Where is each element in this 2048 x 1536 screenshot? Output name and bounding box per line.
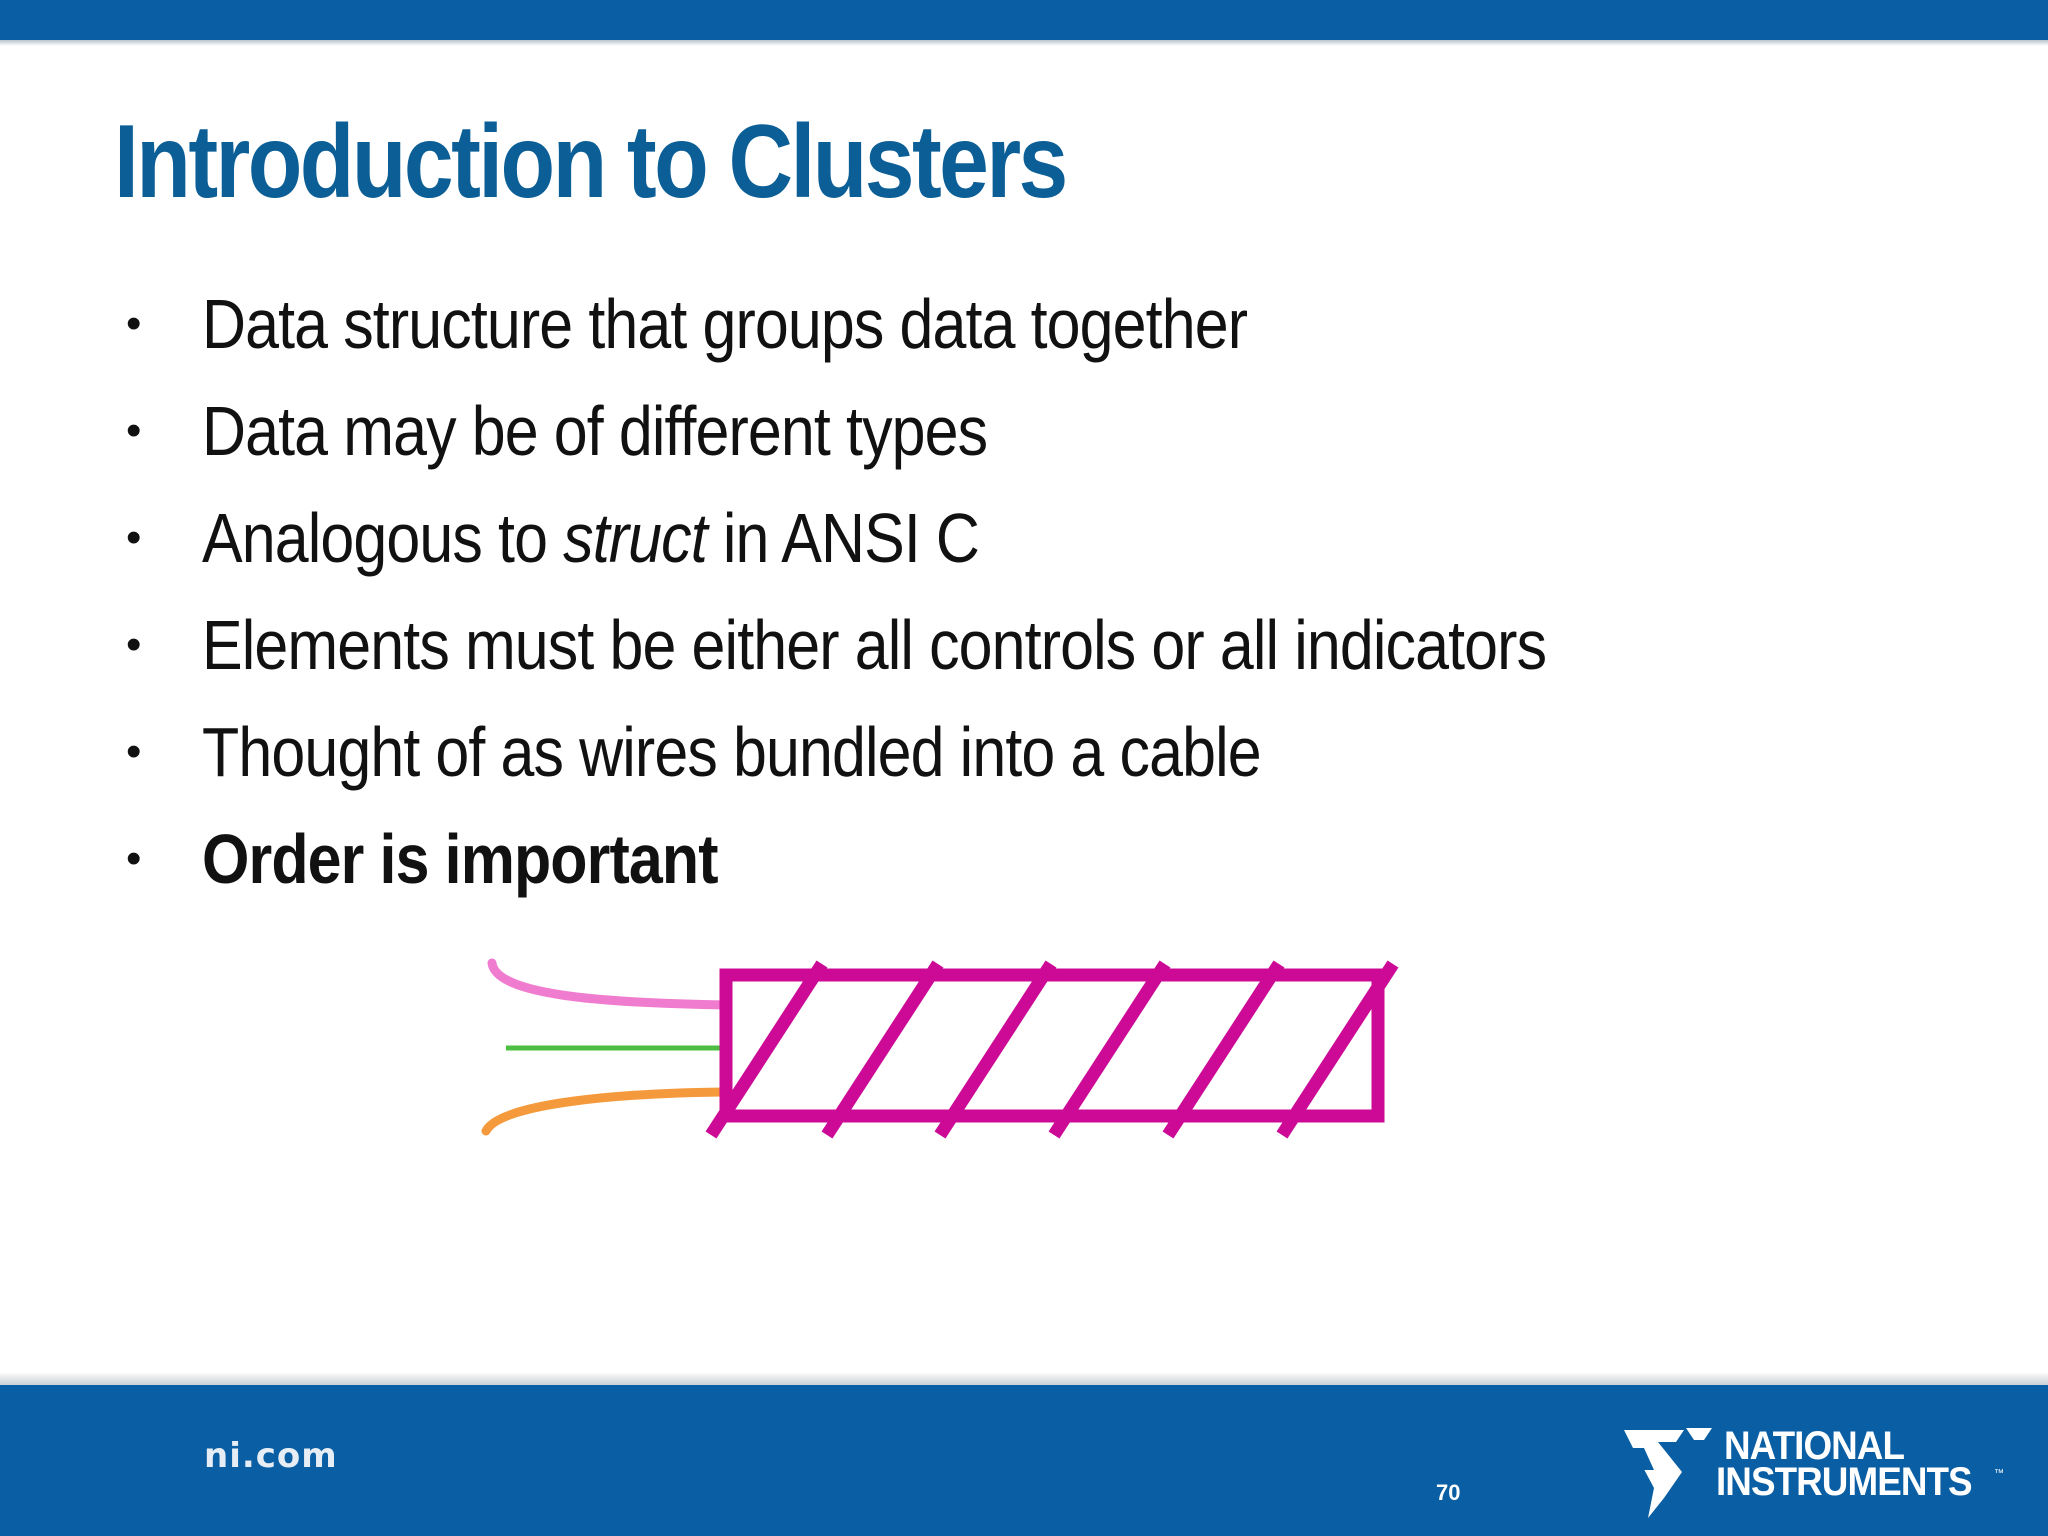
cable-stripe <box>705 960 828 1139</box>
cable-stripe <box>821 960 944 1139</box>
footer-banner <box>0 1385 2048 1536</box>
bullet-text: Analogous to struct in ANSI C <box>202 498 980 578</box>
cable-sleeve <box>719 968 1385 1123</box>
cable-stripe <box>1162 960 1285 1139</box>
bullet-glyph: • <box>126 833 142 883</box>
cable-stripe <box>1276 960 1399 1139</box>
slide-title: Introduction to Clusters <box>114 104 1068 220</box>
page-number: 70 <box>1436 1480 1461 1505</box>
bullet-text-post: in ANSI C <box>706 498 980 577</box>
cable-stripe <box>934 960 1057 1139</box>
bullet-text: Elements must be either all controls or … <box>202 605 1547 684</box>
bullet-glyph: • <box>126 405 142 455</box>
top-banner-shadow <box>0 40 2048 46</box>
bullet-glyph: • <box>126 298 142 348</box>
cable-bundle <box>705 960 1399 1139</box>
bullet-text-pre: Analogous to <box>202 498 564 577</box>
bullet-glyph: • <box>126 726 142 776</box>
national-instruments-logo: NATIONAL INSTRUMENTS ™ <box>1624 1418 2004 1518</box>
trademark-symbol: ™ <box>1994 1468 2004 1479</box>
orange-wire <box>481 1087 733 1136</box>
top-banner <box>0 0 2048 40</box>
footer-site-link[interactable]: ni.com <box>204 1436 338 1476</box>
eagle-logo-icon <box>1624 1428 1712 1518</box>
bullet-text-emphasis: Order is important <box>202 819 718 898</box>
bullet-glyph: • <box>126 619 142 669</box>
footer-shadow <box>0 1372 2048 1385</box>
bullet-text-italic: struct <box>563 498 708 577</box>
bullet-glyph: • <box>126 512 142 562</box>
cluster-cable-diagram <box>481 958 1399 1139</box>
logo-text-national: NATIONAL <box>1724 1424 1905 1468</box>
bullet-text: Thought of as wires bundled into a cable <box>202 712 1262 791</box>
bullet-text: Data may be of different types <box>202 391 988 470</box>
logo-text-instruments: INSTRUMENTS <box>1716 1460 1973 1504</box>
cable-stripe <box>1048 960 1171 1139</box>
pink-wire <box>487 958 733 1010</box>
bullet-text: Data structure that groups data together <box>202 284 1248 363</box>
